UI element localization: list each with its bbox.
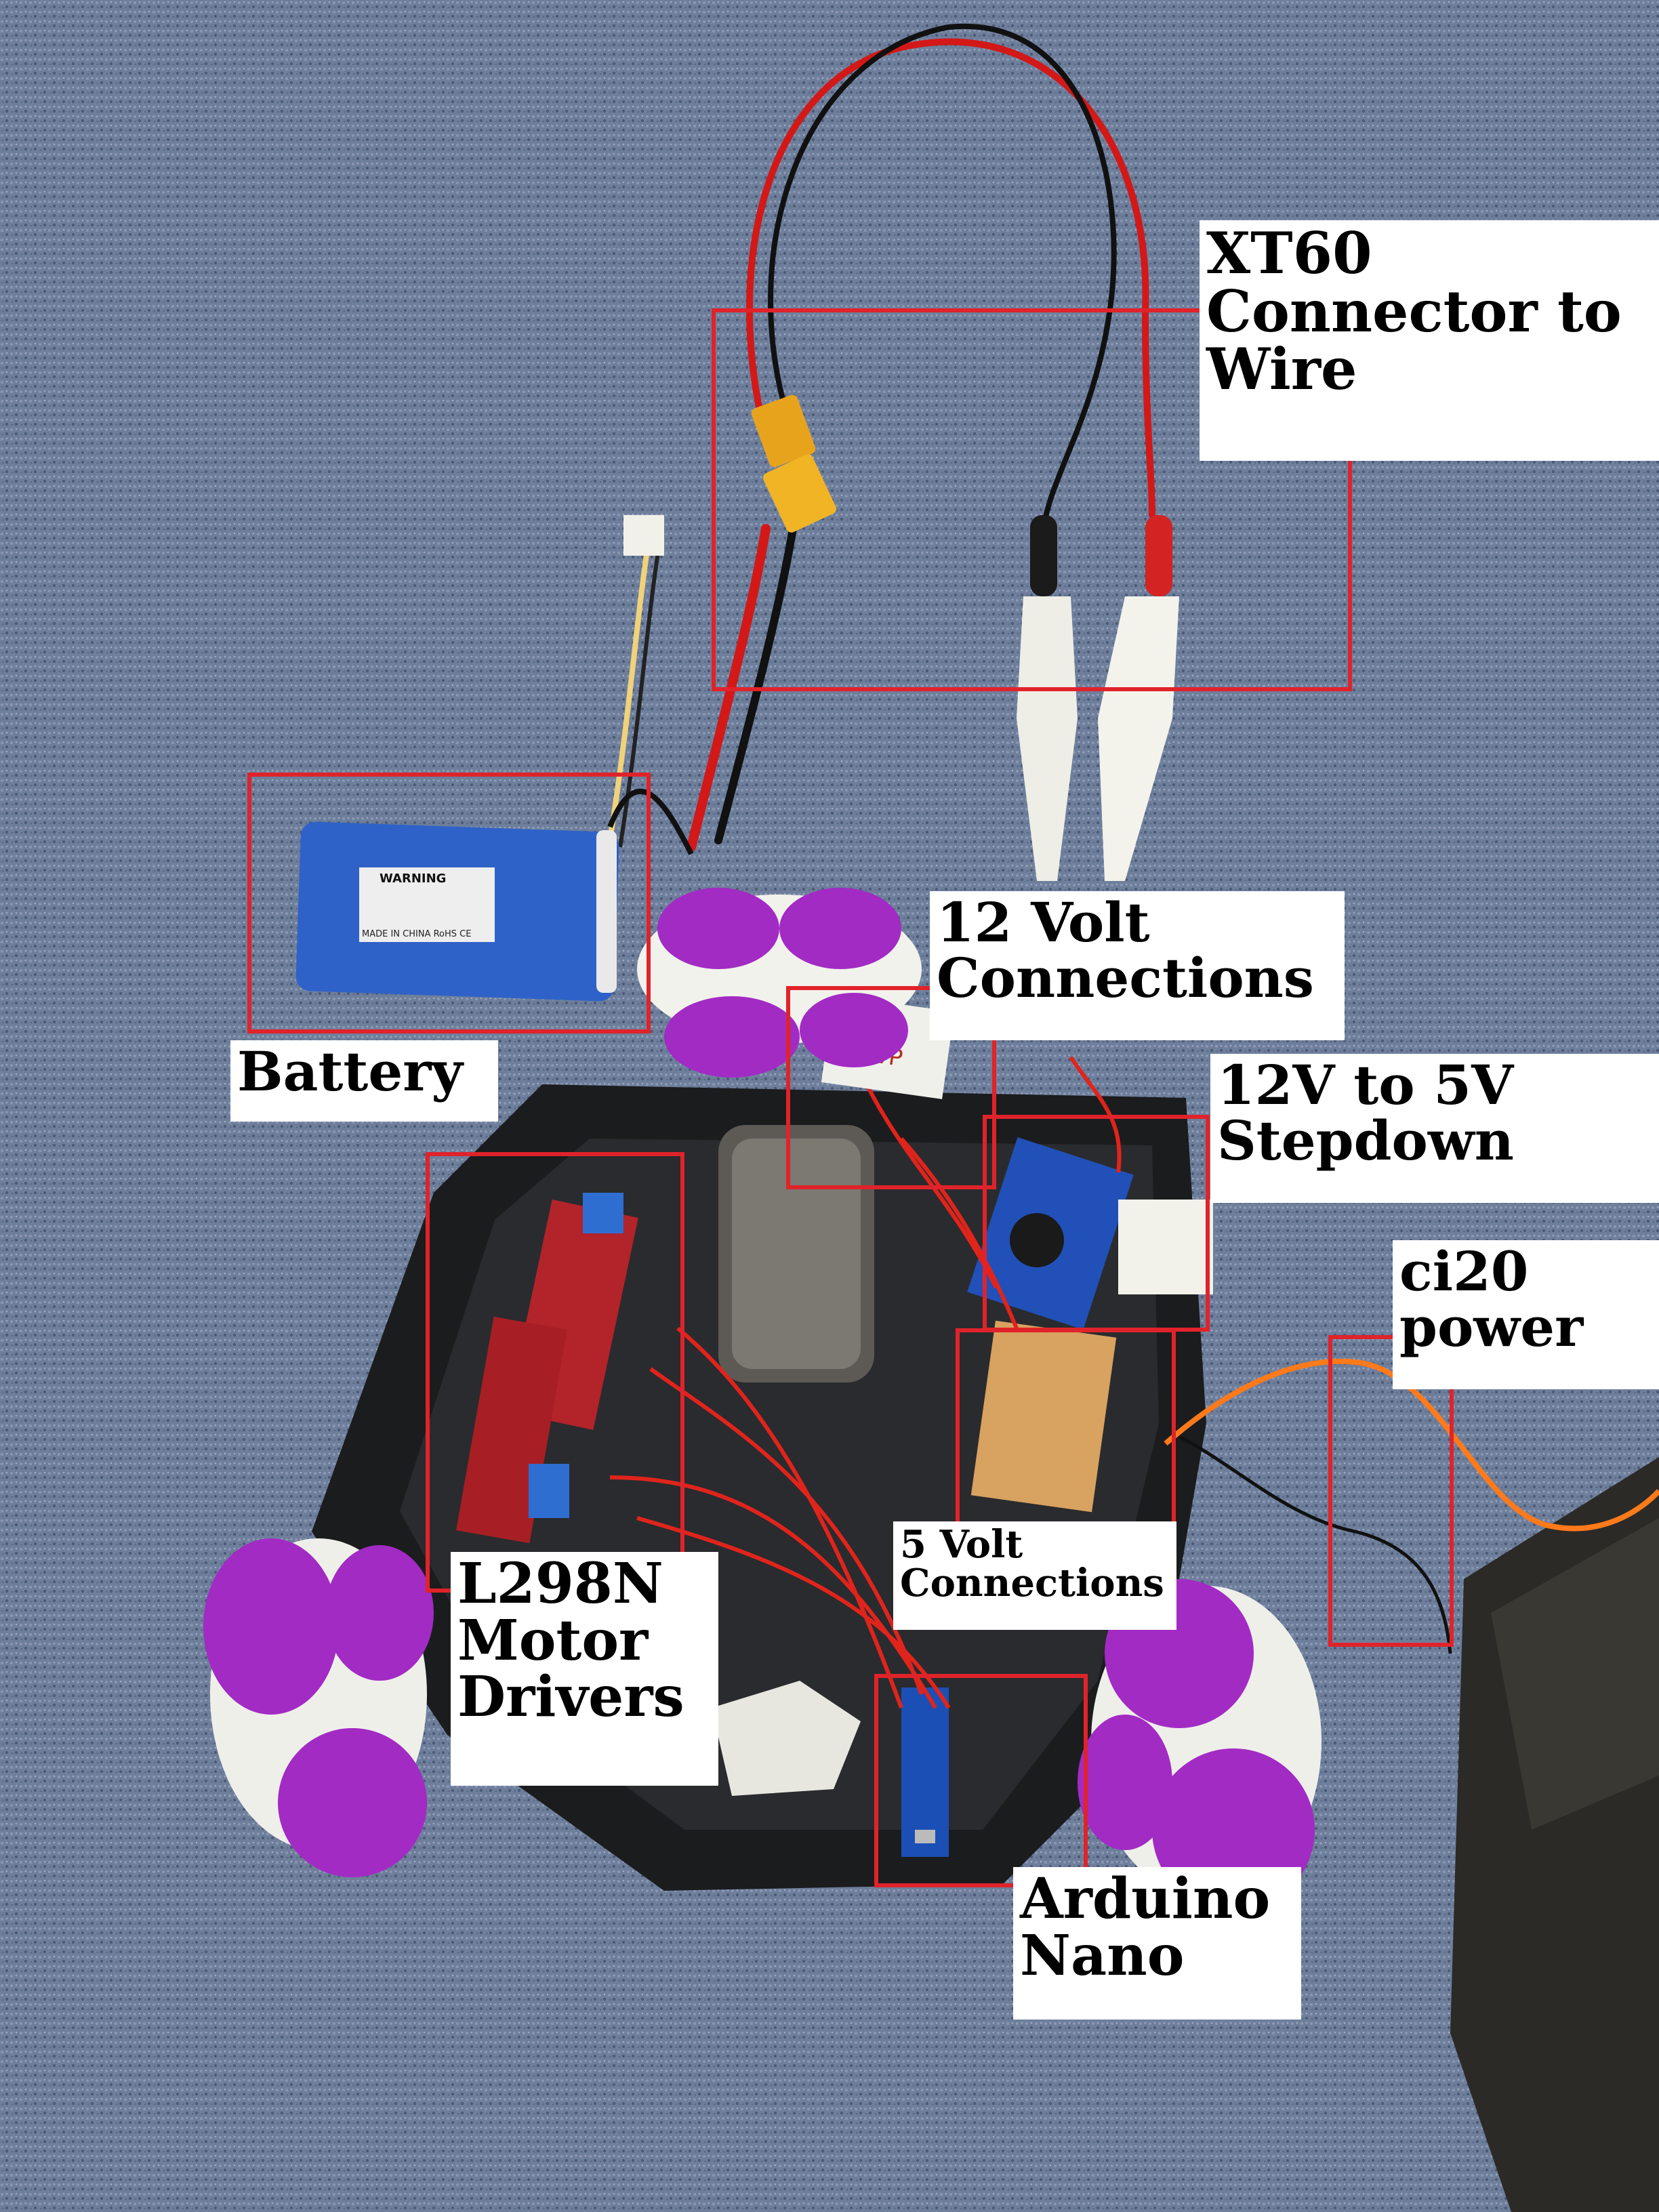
twelve-volt-box (786, 986, 996, 1189)
arduino-box (874, 1674, 1088, 1887)
internal-wiring (609, 1056, 1122, 1709)
arduino-label: Arduino Nano (1013, 1867, 1301, 2020)
ci20-label: ci20 power (1393, 1240, 1659, 1389)
stepdown-label: 12V to 5V Stepdown (1210, 1054, 1659, 1203)
ci20-box (1328, 1335, 1454, 1647)
xt60-label: XT60 Connector to Wire (1200, 220, 1659, 461)
battery-box (247, 773, 651, 1033)
side-box (1450, 1457, 1659, 2212)
ci20-power-wire (1164, 1358, 1659, 1654)
paper-scrap (712, 1681, 861, 1796)
alligator-clips (1017, 515, 1179, 881)
wheel-left (203, 1538, 434, 1877)
l298n-box (426, 1152, 684, 1593)
battery: WARNING MADE IN CHINA RoHS CE (295, 515, 694, 1002)
xt60-connector (751, 394, 836, 533)
battery-warning-sticker (359, 867, 495, 942)
xt60-box (712, 308, 1352, 691)
arduino-nano-board (901, 1687, 949, 1857)
xt60-wires (687, 23, 1155, 852)
l298n-label: L298N Motor Drivers (451, 1552, 718, 1786)
five-volt-label: 5 Volt Connections (893, 1521, 1176, 1630)
battery-warning-text: WARNING (380, 872, 446, 886)
motor-driver-boards (456, 1193, 638, 1544)
battery-marks-text: MADE IN CHINA RoHS CE (362, 929, 471, 939)
battery-label: Battery (230, 1040, 498, 1122)
stepdown-box (983, 1115, 1210, 1332)
perfboard (970, 1320, 1117, 1513)
wheel-top (637, 888, 922, 1078)
twelve-volt-label: 12 Volt Connections (930, 891, 1345, 1040)
stepdown-board (967, 1137, 1213, 1330)
